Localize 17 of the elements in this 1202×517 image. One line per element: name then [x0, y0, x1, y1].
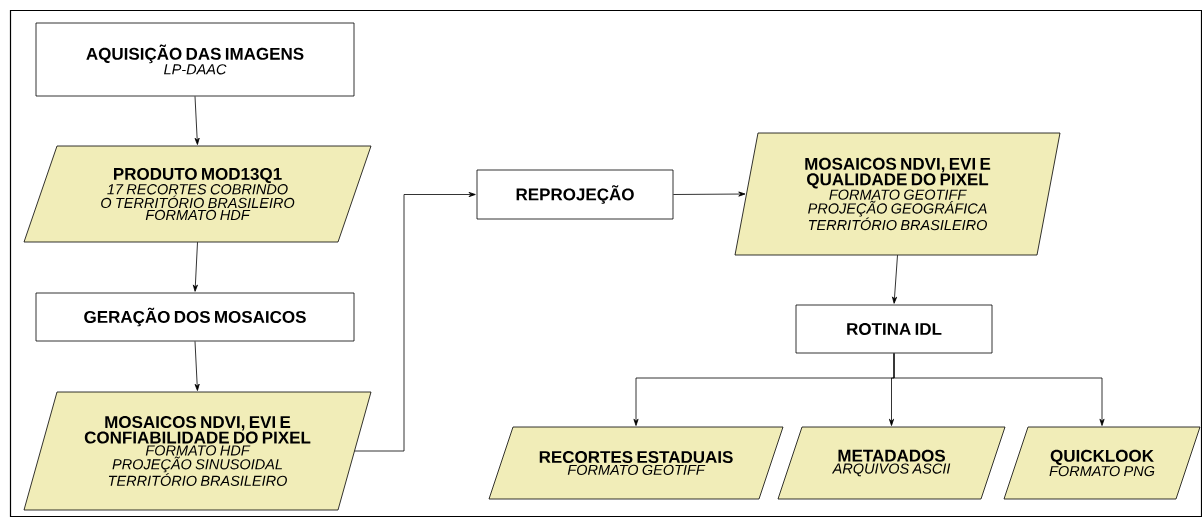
- arrow: [354, 192, 476, 452]
- process-box: REPROJEÇÃO: [476, 169, 674, 220]
- arrow: [893, 353, 1105, 426]
- process-box: GERAÇÃO DOS MOSAICOS: [35, 292, 355, 342]
- arrow: [673, 191, 746, 197]
- data-parallelogram: MOSAICOS NDVI, EVI E CONFIABILIDADE DO PIXEL FORMATO HDF PROJEÇÃO SINUSOIDAL TERRITÓRIO BRASILEIRO: [23, 391, 372, 511]
- data-parallelogram: QUICKLOOK FORMATO PNG: [1003, 426, 1201, 500]
- arrow: [194, 341, 200, 391]
- process-box: ROTINA IDL: [795, 304, 993, 354]
- arrow: [194, 96, 200, 145]
- data-parallelogram: RECORTES ESTADUAIS FORMATO GEOTIFF: [488, 426, 784, 500]
- arrow: [892, 254, 898, 304]
- data-parallelogram: MOSAICOS NDVI, EVI E QUALIDADE DO PIXEL FORMATO GEOTIFF PROJEÇÃO GEOGRÁFICA TERRITÓRIO BRASILEIRO: [734, 132, 1061, 256]
- data-parallelogram: PRODUTO MOD13Q1 17 RECORTES COBRINDO O TERRITÓRIO BRASILEIRO FORMATO HDF: [23, 145, 372, 243]
- process-box: AQUISIÇÃO DAS IMAGENS LP-DAAC: [35, 22, 355, 97]
- arrow: [192, 241, 198, 292]
- data-parallelogram: METADADOS ARQUIVOS ASCII: [777, 426, 1006, 500]
